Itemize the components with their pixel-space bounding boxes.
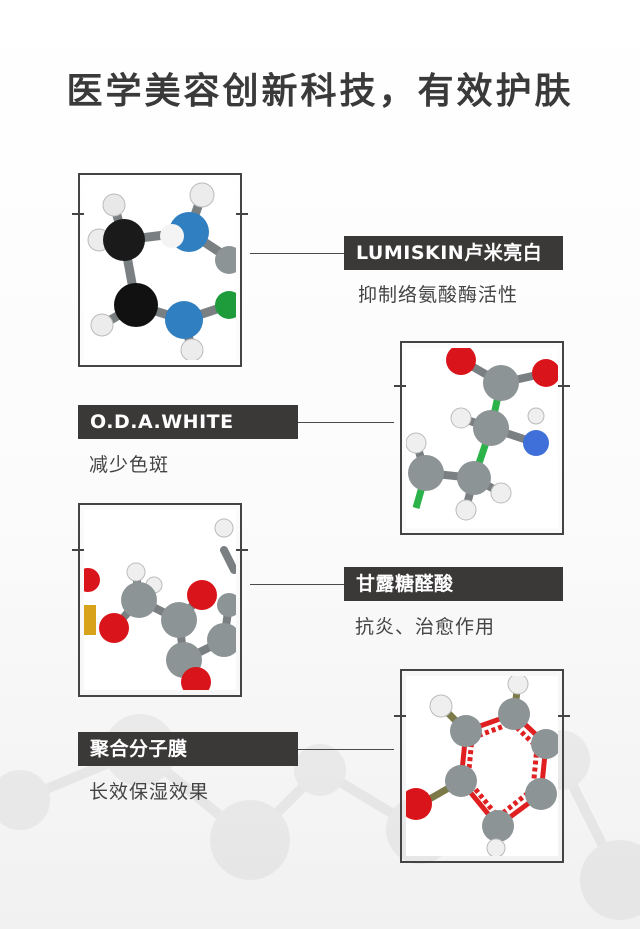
connector-line-4 bbox=[298, 749, 394, 750]
molecule-illustration-2 bbox=[406, 348, 558, 521]
feature-label-2: O.D.A.WHITE bbox=[78, 405, 298, 439]
molecule-illustration-1 bbox=[87, 182, 236, 360]
connector-line-2 bbox=[298, 422, 394, 423]
molecule-image-frame-2 bbox=[394, 340, 570, 536]
frame-border bbox=[72, 173, 248, 367]
connector-line-3 bbox=[250, 584, 344, 585]
molecule-illustration-3 bbox=[84, 518, 236, 690]
feature-desc-2: 减少色斑 bbox=[89, 454, 170, 476]
molecule-image-frame-1 bbox=[72, 172, 248, 368]
page-title: 医学美容创新科技，有效护肤 bbox=[66, 71, 574, 112]
feature-desc-4: 长效保湿效果 bbox=[89, 781, 210, 803]
feature-label-3: 甘露糖醛酸 bbox=[344, 567, 563, 601]
feature-desc-1: 抑制络氨酸酶活性 bbox=[358, 284, 519, 306]
frame-border bbox=[72, 503, 248, 697]
molecule-image-frame-3 bbox=[72, 502, 248, 698]
feature-desc-3: 抗炎、治愈作用 bbox=[355, 616, 496, 638]
feature-label-4: 聚合分子膜 bbox=[78, 732, 298, 766]
connector-line-1 bbox=[250, 253, 344, 254]
molecule-image-frame-4 bbox=[394, 668, 570, 864]
feature-label-1: LUMISKIN卢米亮白 bbox=[344, 236, 563, 270]
frame-border bbox=[394, 669, 570, 863]
frame-border bbox=[394, 341, 570, 535]
molecule-illustration-4 bbox=[406, 676, 558, 856]
